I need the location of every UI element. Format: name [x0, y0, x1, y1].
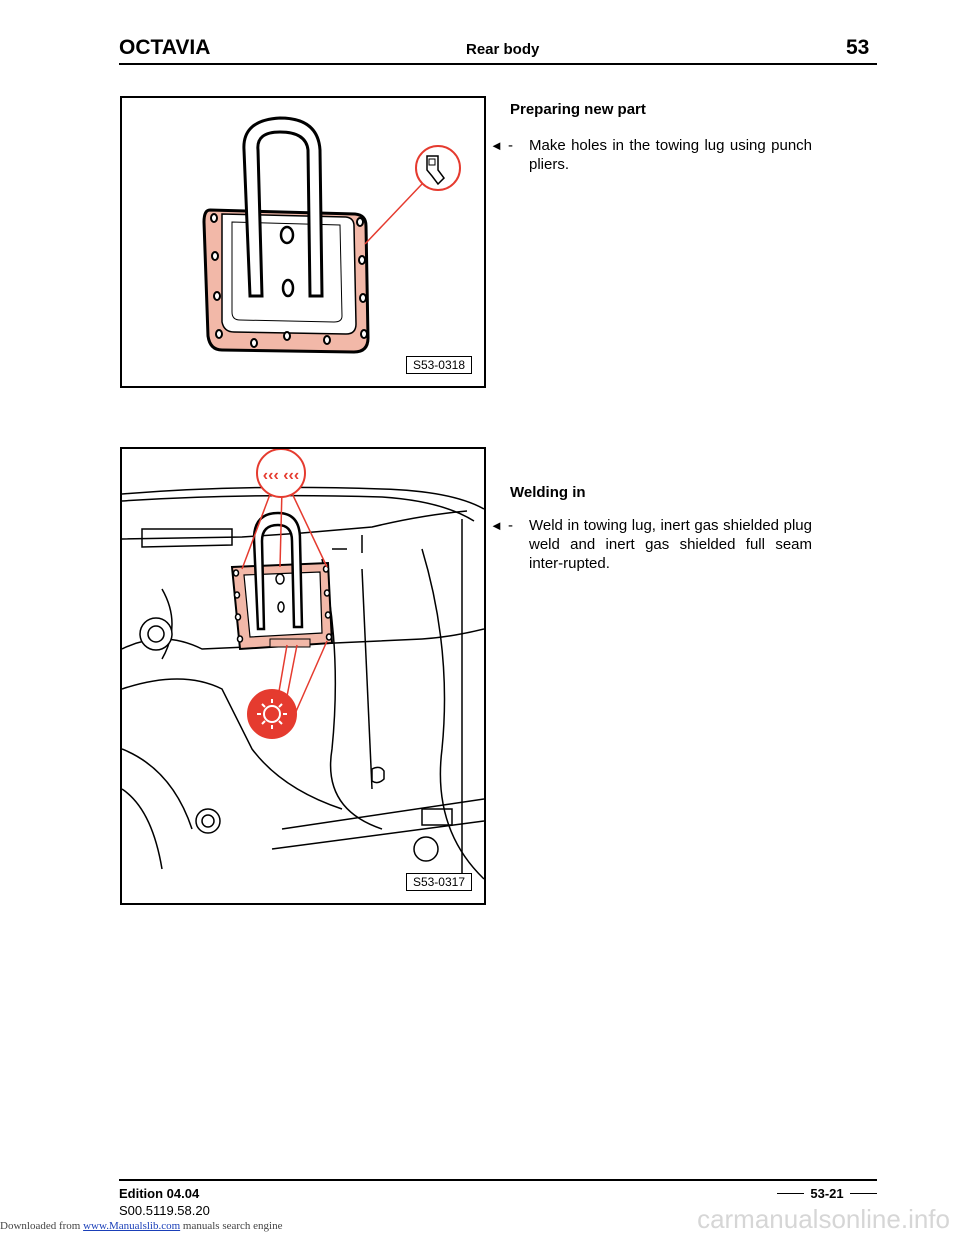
- welding-drawing: ‹‹‹ ‹‹‹: [122, 449, 484, 889]
- figure-label: S53-0318: [405, 356, 472, 374]
- step-preparing: ◄ - Make holes in the towing lug using p…: [490, 136, 812, 174]
- download-prefix: Downloaded from: [0, 1220, 84, 1232]
- watermark: carmanualsonline.info: [697, 1204, 950, 1234]
- page-number-rule-left: [777, 1193, 805, 1194]
- towing-lug-drawing: [202, 116, 461, 354]
- edition-label: Edition 04.04: [119, 1186, 200, 1201]
- header-rule: [119, 63, 877, 65]
- section-title: Rear body: [466, 41, 540, 58]
- svg-text:‹‹‹ ‹‹‹: ‹‹‹ ‹‹‹: [263, 467, 299, 484]
- document-code: S00.5119.58.20: [119, 1203, 210, 1218]
- step-text: Weld in towing lug, inert gas shielded p…: [529, 517, 812, 572]
- step-text: Make holes in the towing lug using punch…: [529, 137, 812, 173]
- chapter-number: 53: [846, 36, 870, 59]
- arrow-left-icon: ◄: [490, 138, 503, 153]
- step-bullet: -: [508, 137, 513, 154]
- page-number-rule-right: [849, 1193, 877, 1194]
- footer-rule: [119, 1179, 877, 1181]
- step-heading-preparing: Preparing new part: [510, 101, 646, 118]
- page-number: 53-21: [777, 1186, 877, 1201]
- manualslib-link[interactable]: www.Manualslib.com: [83, 1220, 181, 1232]
- step-bullet: -: [508, 517, 513, 534]
- page-number-text: 53-21: [810, 1186, 844, 1201]
- figure-label: S53-0317: [405, 873, 472, 891]
- figure-towing-lug-part: S53-0318: [120, 96, 486, 388]
- figure-welding-in: ‹‹‹ ‹‹‹ S53-0317: [120, 447, 486, 905]
- document-title: OCTAVIA: [119, 36, 211, 59]
- download-suffix: manuals search engine: [180, 1220, 283, 1232]
- arrow-left-icon: ◄: [490, 518, 503, 533]
- download-notice: Downloaded from www.Manualslib.com manua…: [0, 1220, 282, 1232]
- step-heading-welding: Welding in: [510, 484, 586, 501]
- step-welding: ◄ - Weld in towing lug, inert gas shield…: [490, 516, 812, 573]
